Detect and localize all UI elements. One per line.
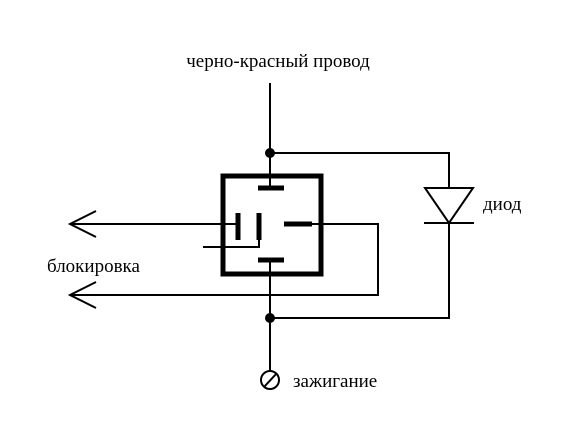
ignition-label: зажигание [293,371,377,392]
inner-pin-lead-wire [203,240,260,248]
blocking-lower-loop-wire [70,223,379,296]
lower-diode-branch-wire [270,223,450,319]
top-wire-label: черно-красный провод [186,51,370,72]
blocking-lower-arrowhead [67,281,97,309]
blocking-label: блокировка [47,256,140,277]
blocking-upper-arrowhead [67,210,97,238]
diode-symbol [423,187,475,225]
upper-diode-branch-wire [270,152,450,188]
diode-label: диод [483,194,522,215]
ignition-terminal-icon [260,370,280,390]
